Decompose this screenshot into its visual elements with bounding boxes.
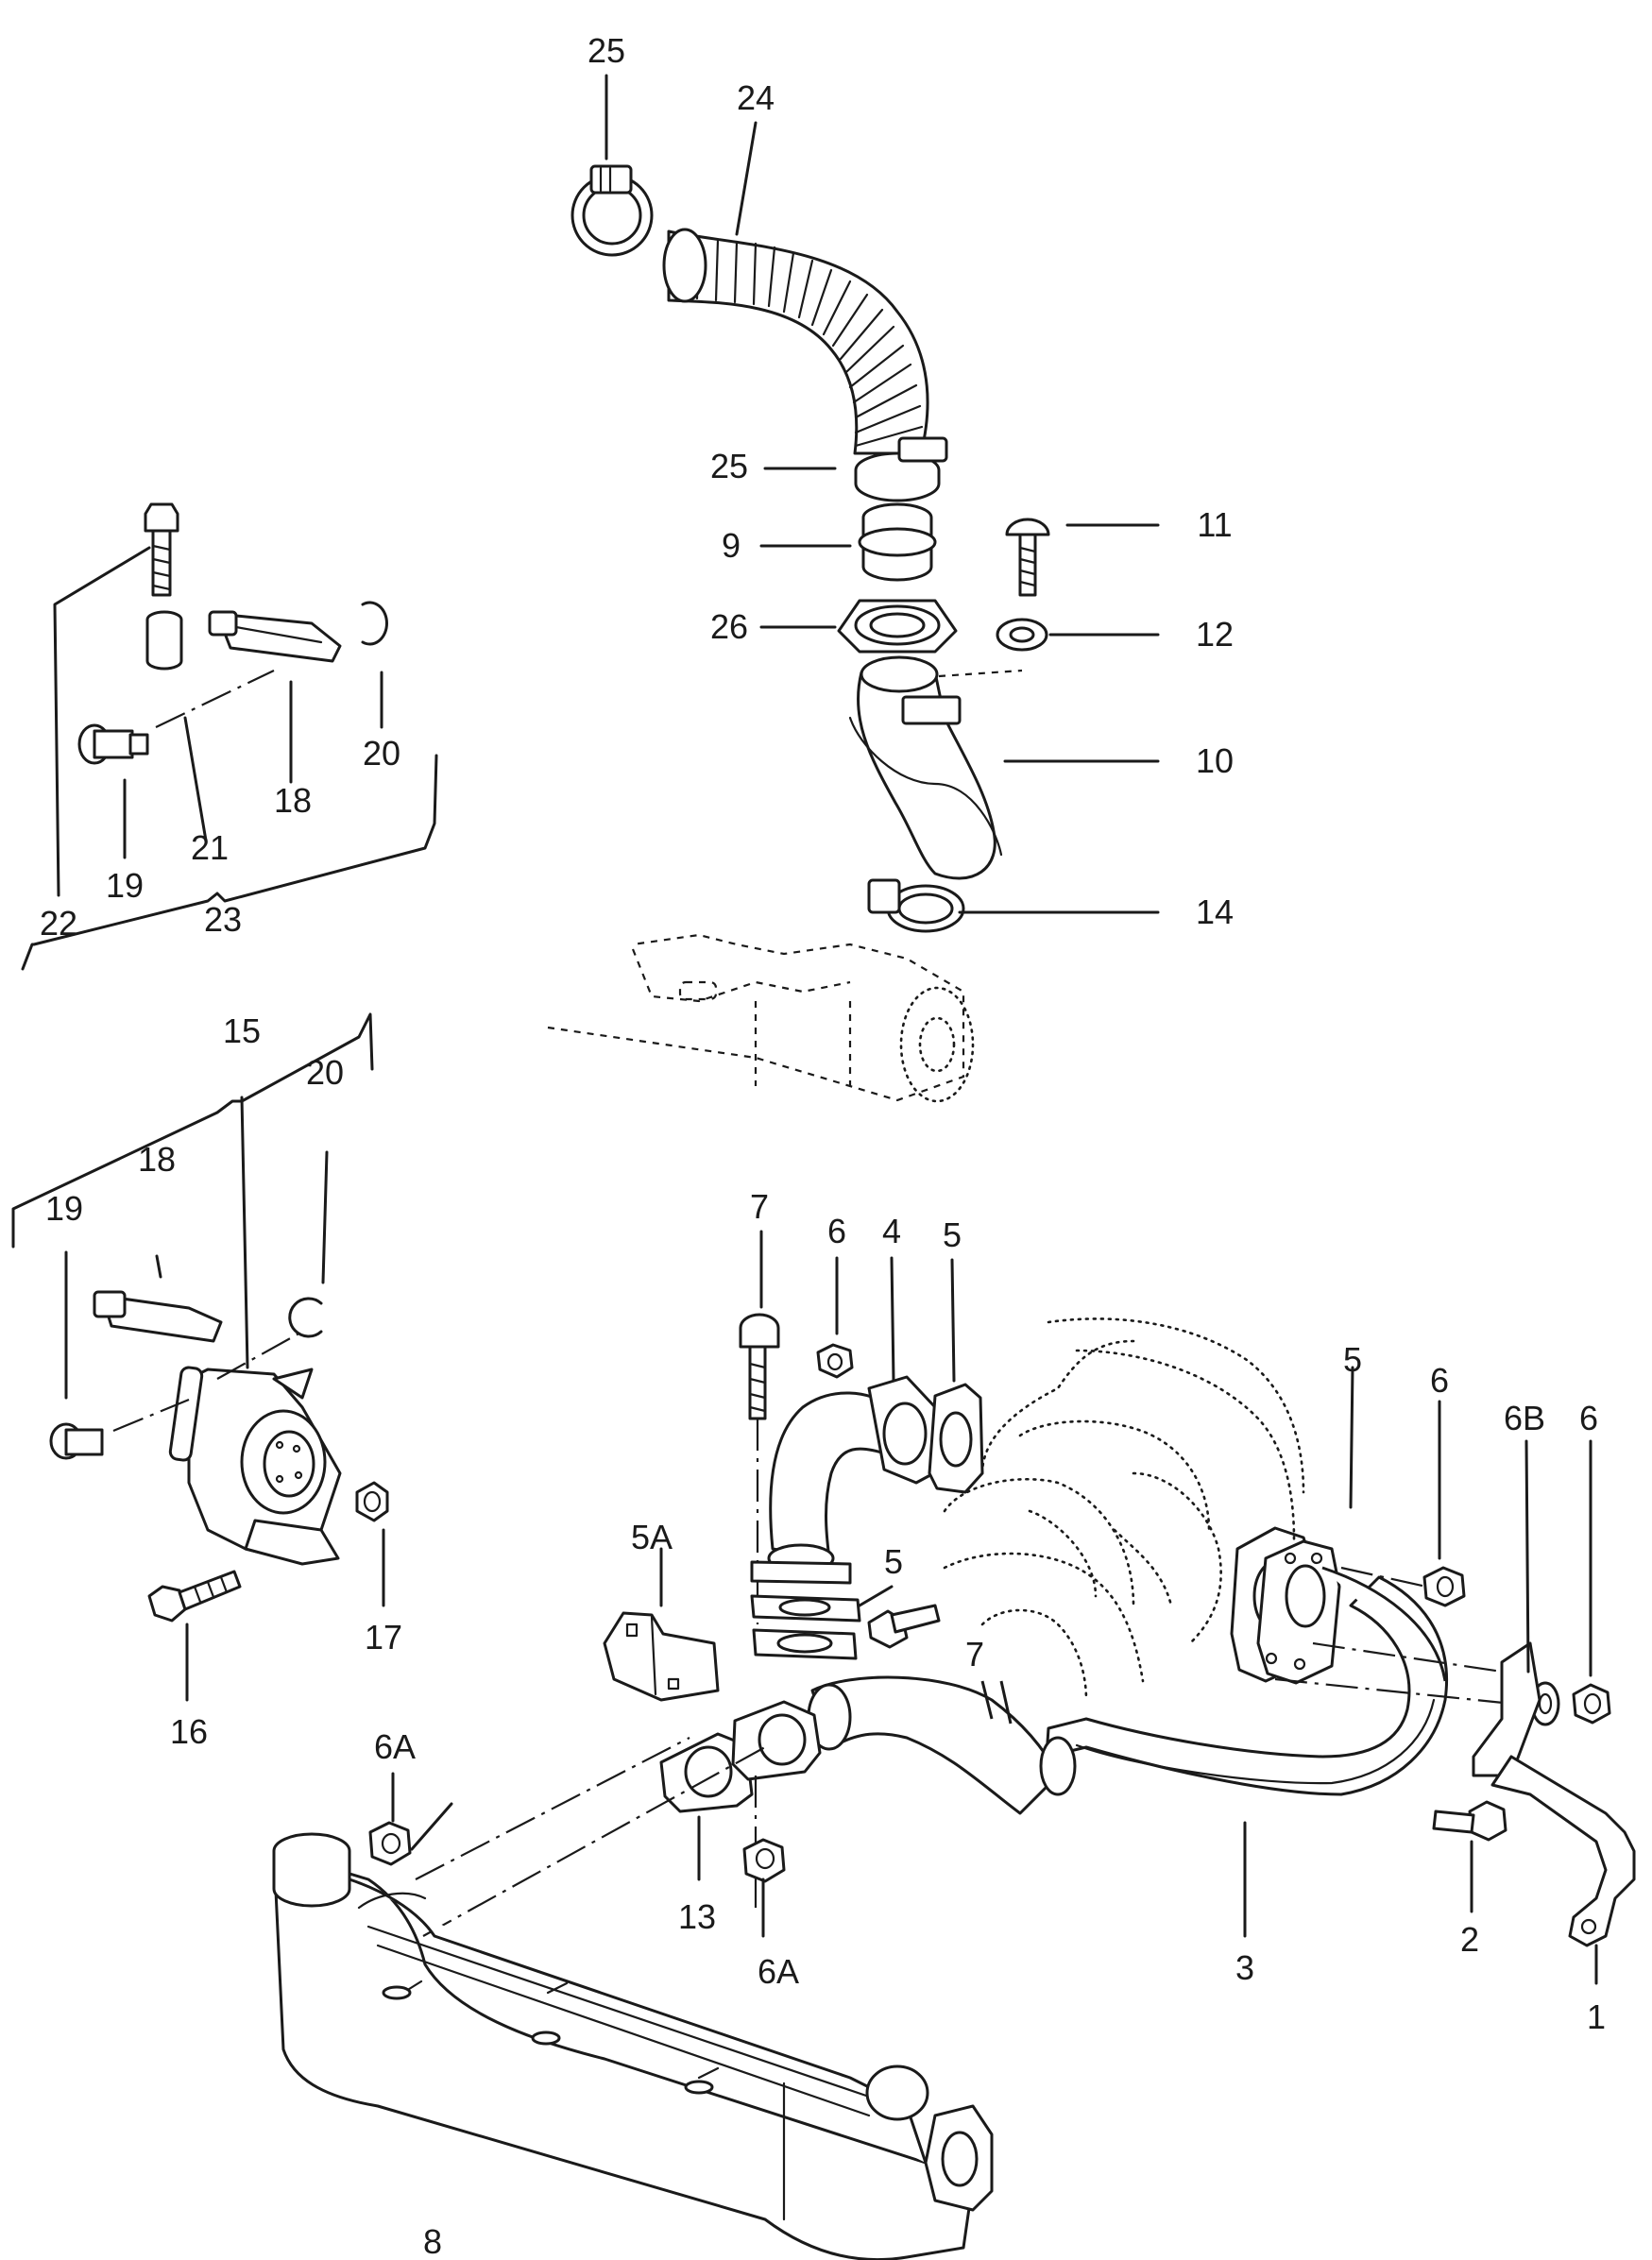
assembly-line-upper xyxy=(155,670,275,728)
engine-outline-lower xyxy=(943,1317,1305,1702)
screw-11 xyxy=(1005,518,1050,597)
callout-6A-left: 6A xyxy=(374,1727,416,1766)
callout-19-upper: 19 xyxy=(106,866,144,905)
callout-22: 22 xyxy=(40,904,77,943)
callout-18-upper: 18 xyxy=(274,781,312,820)
flap-valve-housing xyxy=(168,1366,342,1566)
pin-19-upper xyxy=(77,723,149,765)
callout-6-left: 6 xyxy=(827,1212,846,1250)
flange-pipe-right xyxy=(1256,1539,1341,1685)
callout-11: 11 xyxy=(1197,505,1232,544)
bolt-2 xyxy=(1432,1800,1507,1842)
callout-5-top: 5 xyxy=(943,1215,962,1254)
clip-18-lower xyxy=(93,1290,223,1343)
adapter-sleeve xyxy=(858,502,937,582)
flange-pipe-top xyxy=(752,1628,858,1660)
callout-20-upper: 20 xyxy=(363,734,400,773)
callout-13: 13 xyxy=(678,1897,716,1936)
callout-6B: 6B xyxy=(1504,1399,1545,1437)
callout-7-mid: 7 xyxy=(965,1635,984,1674)
callout-9: 9 xyxy=(722,526,741,565)
spacer-21 xyxy=(145,610,183,671)
axis-line-6-mid xyxy=(1340,1566,1427,1589)
flange-lower-4 xyxy=(750,1560,852,1585)
pin-19-lower xyxy=(49,1422,104,1460)
nut-6A-left xyxy=(368,1821,412,1866)
axis-line-6A-left xyxy=(415,1737,690,1880)
gasket-5-mid xyxy=(750,1594,861,1623)
callout-6-mid: 6 xyxy=(1430,1361,1449,1400)
callout-6-right: 6 xyxy=(1579,1399,1598,1437)
clip-18-upper xyxy=(208,610,342,663)
heat-shield-5A xyxy=(603,1611,720,1702)
assembly-line-lower-2 xyxy=(216,1331,303,1380)
callout-24: 24 xyxy=(737,78,775,117)
callout-20-lower: 20 xyxy=(306,1053,344,1092)
bolt-7-top xyxy=(739,1313,780,1420)
callout-25-mid: 25 xyxy=(710,447,748,485)
callout-25-top: 25 xyxy=(588,31,625,70)
engine-outline-upper xyxy=(547,933,975,1103)
callout-4: 4 xyxy=(882,1212,901,1250)
bracket-1 xyxy=(1472,1641,1636,1947)
corrugated-hose xyxy=(662,228,929,455)
callout-5-right: 5 xyxy=(1343,1340,1362,1379)
callout-21: 21 xyxy=(191,828,229,867)
pipe-bend-right xyxy=(1321,1566,1447,1682)
callout-12: 12 xyxy=(1196,615,1234,654)
nut-6-mid xyxy=(1422,1566,1466,1607)
callout-23: 23 xyxy=(204,900,242,939)
callout-19-lower: 19 xyxy=(45,1189,83,1228)
heat-exchanger-8 xyxy=(272,1832,994,2260)
callout-14: 14 xyxy=(1196,892,1234,931)
bolt-7-mid xyxy=(867,1604,941,1649)
elbow-pipe-4 xyxy=(767,1375,943,1573)
assembly-line-lower xyxy=(112,1398,190,1433)
elbow-pipe-10 xyxy=(848,655,1023,880)
callout-labels: 25 24 25 9 26 11 12 10 14 22 21 18 20 19… xyxy=(40,31,1606,2260)
circlip-20-lower xyxy=(288,1297,323,1338)
gasket-ring xyxy=(837,599,958,654)
hose-clamp-top xyxy=(571,164,654,257)
callout-8: 8 xyxy=(423,2222,442,2260)
nut-6-left xyxy=(816,1343,854,1379)
nut-6A-bottom xyxy=(742,1838,786,1883)
callout-5A: 5A xyxy=(631,1518,673,1556)
nut-6-right xyxy=(1572,1683,1611,1725)
hose-clamp-14 xyxy=(867,878,965,933)
callout-7-top: 7 xyxy=(750,1187,769,1226)
callout-2: 2 xyxy=(1460,1920,1479,1959)
callout-16: 16 xyxy=(170,1712,208,1751)
callout-6A-bottom: 6A xyxy=(758,1952,799,1991)
circlip-20-upper xyxy=(361,601,388,646)
callout-18-lower: 18 xyxy=(138,1140,176,1179)
callout-17: 17 xyxy=(365,1618,402,1657)
callout-10: 10 xyxy=(1196,741,1234,780)
exhaust-pipe-3 xyxy=(807,1575,1448,1815)
washer-12 xyxy=(996,618,1048,652)
bolt-16 xyxy=(147,1570,242,1623)
leader-lines xyxy=(11,74,1598,1985)
gasket-5-top xyxy=(928,1383,984,1494)
axis-line-6B xyxy=(1312,1641,1503,1674)
callout-5-mid: 5 xyxy=(884,1542,903,1581)
callout-1: 1 xyxy=(1587,1997,1606,2036)
callout-15: 15 xyxy=(223,1011,261,1050)
bolt-22 xyxy=(144,502,179,597)
hose-clamp-mid xyxy=(854,436,948,502)
flange-pipe-inlet xyxy=(731,1700,822,1781)
callout-3: 3 xyxy=(1235,1948,1254,1987)
axis-line-13 xyxy=(422,1746,766,1937)
callout-26: 26 xyxy=(710,607,748,646)
nut-17 xyxy=(355,1481,389,1522)
